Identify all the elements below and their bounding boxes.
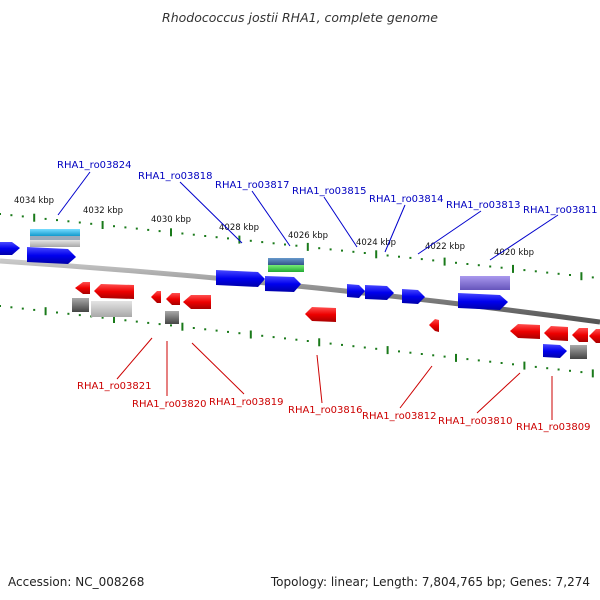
gene-arrow-ro03819[interactable] <box>183 295 211 309</box>
gene-label-ro03810[interactable]: RHA1_ro03810 <box>438 416 513 427</box>
gene-feature-cyan-band[interactable] <box>30 236 80 240</box>
gene-arrow-reverse[interactable] <box>572 328 588 342</box>
forward-strand-genes <box>0 229 510 310</box>
scale-label-4030: 4030 kbp <box>151 215 191 225</box>
gene-feature-gray[interactable] <box>72 298 89 312</box>
accession-text: Accession: NC_008268 <box>8 575 144 589</box>
gene-label-ro03818[interactable]: RHA1_ro03818 <box>138 171 213 182</box>
gene-feature-light-gray[interactable] <box>91 301 132 317</box>
gene-label-ro03811[interactable]: RHA1_ro03811 <box>523 205 598 216</box>
gene-feature-cyan[interactable] <box>30 229 80 236</box>
bottom-leader-lines <box>116 337 553 420</box>
genome-stats-text: Topology: linear; Length: 7,804,765 bp; … <box>270 575 590 589</box>
gene-arrow-reverse[interactable] <box>75 282 90 294</box>
lower-tick-row <box>0 305 594 378</box>
gene-feature-green[interactable] <box>268 265 304 272</box>
gene-label-ro03816[interactable]: RHA1_ro03816 <box>288 405 363 416</box>
scale-label-4022: 4022 kbp <box>425 242 465 252</box>
gene-feature-purple[interactable] <box>460 276 510 290</box>
scale-label-4026: 4026 kbp <box>288 231 328 241</box>
scale-label-4032: 4032 kbp <box>83 206 123 216</box>
gene-label-ro03813[interactable]: RHA1_ro03813 <box>446 200 521 211</box>
reverse-strand-genes <box>72 282 600 359</box>
scale-label-4034: 4034 kbp <box>14 196 54 206</box>
gene-arrow-ro03809[interactable] <box>543 344 567 358</box>
gene-arrow-reverse[interactable] <box>589 329 600 343</box>
genome-backbone <box>0 258 600 325</box>
gene-feature-gray-band[interactable] <box>30 240 80 247</box>
gene-arrow-ro03816[interactable] <box>305 307 336 322</box>
top-gene-labels: RHA1_ro03824 RHA1_ro03818 RHA1_ro03817 R… <box>57 160 598 216</box>
gene-label-ro03820[interactable]: RHA1_ro03820 <box>132 399 207 410</box>
bottom-gene-labels: RHA1_ro03821 RHA1_ro03820 RHA1_ro03819 R… <box>77 381 591 433</box>
gene-arrow-reverse[interactable] <box>544 326 568 341</box>
gene-feature-gray[interactable] <box>165 311 179 324</box>
gene-label-ro03817[interactable]: RHA1_ro03817 <box>215 180 290 191</box>
gene-arrow-forward[interactable] <box>0 242 20 255</box>
gene-label-ro03812[interactable]: RHA1_ro03812 <box>362 411 437 422</box>
gene-arrow-ro03810[interactable] <box>510 324 540 339</box>
scale-label-4020: 4020 kbp <box>494 248 534 258</box>
gene-arrow-ro03817[interactable] <box>265 276 301 292</box>
gene-label-ro03821[interactable]: RHA1_ro03821 <box>77 381 152 392</box>
gene-label-ro03819[interactable]: RHA1_ro03819 <box>209 397 284 408</box>
gene-arrow-reverse[interactable] <box>151 291 161 303</box>
gene-label-ro03814[interactable]: RHA1_ro03814 <box>369 194 444 205</box>
scale-labels: 4034 kbp 4032 kbp 4030 kbp 4028 kbp 4026… <box>14 196 534 258</box>
genome-title: Rhodococcus jostii RHA1, complete genome <box>162 10 438 25</box>
gene-arrow-ro03812[interactable] <box>429 319 439 332</box>
gene-arrow-ro03814[interactable] <box>402 289 425 304</box>
gene-arrow-ro03821[interactable] <box>94 284 134 299</box>
gene-arrow-ro03815[interactable] <box>365 285 394 300</box>
gene-arrow-ro03824[interactable] <box>27 247 76 264</box>
gene-arrow-forward[interactable] <box>347 284 365 298</box>
scale-label-4028: 4028 kbp <box>219 223 259 233</box>
scale-label-4024: 4024 kbp <box>356 238 396 248</box>
gene-label-ro03815[interactable]: RHA1_ro03815 <box>292 186 367 197</box>
gene-label-ro03824[interactable]: RHA1_ro03824 <box>57 160 132 171</box>
gene-arrow-ro03813[interactable] <box>458 293 508 310</box>
gene-arrow-forward[interactable] <box>216 270 265 287</box>
gene-arrow-ro03820[interactable] <box>166 293 180 305</box>
gene-label-ro03809[interactable]: RHA1_ro03809 <box>516 422 591 433</box>
upper-tick-row <box>0 213 594 281</box>
top-leader-lines <box>57 171 559 261</box>
gene-feature-gray[interactable] <box>570 345 587 359</box>
gene-feature-steel[interactable] <box>268 258 304 265</box>
